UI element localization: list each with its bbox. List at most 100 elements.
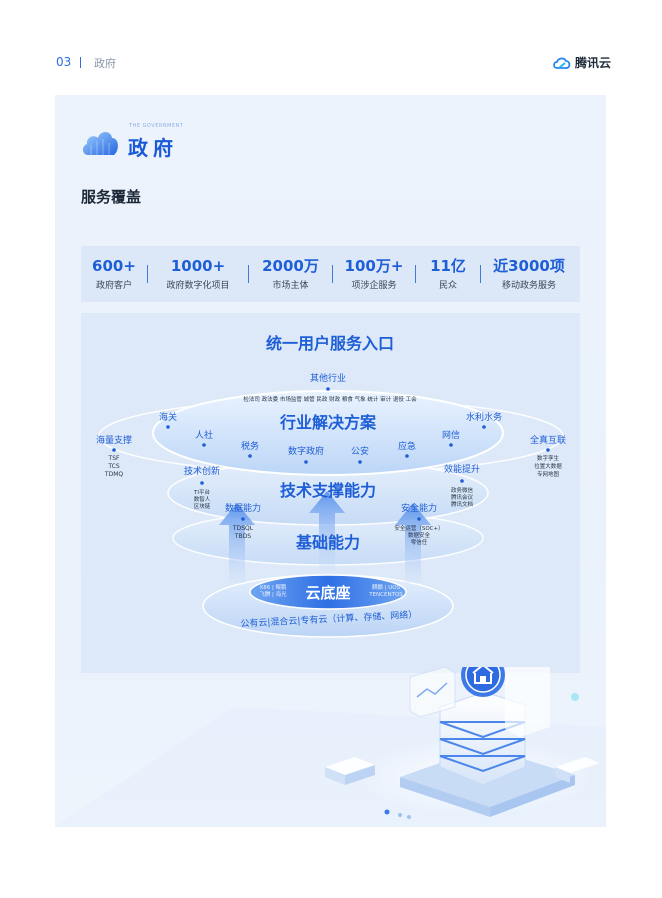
node-dot xyxy=(449,443,453,447)
stat-item: 600+ 政府客户 xyxy=(81,257,147,291)
cloud-right-line: TENCENTOS xyxy=(368,592,403,598)
data-capability-line: TDSQL xyxy=(232,525,254,532)
tencent-cloud-logo: 腾讯云 xyxy=(552,54,611,71)
industry-node: 海关 xyxy=(159,411,177,423)
tech-support-title: 技术支撑能力 xyxy=(280,481,376,500)
industry-node: 水利水务 xyxy=(466,411,502,423)
tech-innovation-title: 技术创新 xyxy=(184,465,220,477)
stat-label: 移动政务服务 xyxy=(501,281,556,291)
node-dot xyxy=(200,481,204,485)
page-number: 03 xyxy=(56,55,72,69)
node-dot xyxy=(405,454,409,458)
tech-innovation-line: TI平台 xyxy=(193,488,210,496)
right-outer-line: 专网地图 xyxy=(537,470,560,478)
stat-label: 政府数字化项目 xyxy=(166,281,230,291)
stat-item: 1000+ 政府数字化项目 xyxy=(148,257,248,291)
efficiency-line: 政务微信 xyxy=(451,486,474,494)
stat-label: 政府客户 xyxy=(95,281,132,291)
base-capability-title: 基础能力 xyxy=(295,533,360,552)
industry-node: 网信 xyxy=(442,429,460,441)
node-dot xyxy=(358,460,362,464)
node-dot xyxy=(112,448,116,452)
right-outer-line: 位置大数据 xyxy=(534,462,562,470)
security-capability-title: 安全能力 xyxy=(401,502,437,514)
stat-item: 近3000项 移动政务服务 xyxy=(481,257,577,291)
header-section: 政府 xyxy=(94,57,116,70)
architecture-svg: 统一用户服务入口 其他行业 检法司 政法委 市场监管 城管 民政 财政 粮食 气… xyxy=(96,334,566,638)
left-outer-title: 海量支撑 xyxy=(96,434,132,446)
government-building-illustration xyxy=(55,667,606,827)
government-panel: THE GOVERNMENT 政府 服务覆盖 600+ 政府客户 1000+ 政… xyxy=(55,95,606,827)
stat-divider xyxy=(248,265,249,283)
industry-node: 税务 xyxy=(241,440,259,452)
data-capability-line: TBDS xyxy=(234,533,251,540)
brand-title: 政府 xyxy=(128,136,178,160)
cloud-left-line: X86 | 鲲鹏 xyxy=(259,583,287,591)
left-outer-line: TDMQ xyxy=(104,471,123,478)
node-dot xyxy=(241,517,245,521)
left-outer-line: TCS xyxy=(107,463,120,470)
cloud-logo-icon xyxy=(553,57,571,69)
stat-value: 100万+ xyxy=(344,257,404,275)
stat-value: 600+ xyxy=(92,257,136,275)
stat-divider xyxy=(480,265,481,283)
logo-text: 腾讯云 xyxy=(575,56,612,70)
stat-value: 近3000项 xyxy=(493,257,565,275)
node-dot xyxy=(326,387,330,391)
node-dot xyxy=(417,517,421,521)
cloud-right-line: 麒麟 | UOS xyxy=(372,583,401,591)
stat-divider xyxy=(147,265,148,283)
industry-disc xyxy=(152,390,504,476)
stat-label: 项涉企服务 xyxy=(351,281,397,291)
security-capability-line: 零信任 xyxy=(411,538,428,546)
stat-item: 11亿 民众 xyxy=(416,257,480,291)
security-capability-line: 安全运营（SOC+） xyxy=(394,524,443,532)
tech-innovation-line: 数智人 xyxy=(194,495,211,503)
coverage-stats: 600+ 政府客户 1000+ 政府数字化项目 2000万 市场主体 100万+… xyxy=(81,246,580,302)
data-capability-title: 数据能力 xyxy=(225,502,261,514)
header-divider xyxy=(80,57,81,68)
node-dot xyxy=(166,425,170,429)
stat-item: 100万+ 项涉企服务 xyxy=(333,257,415,291)
top-title: 统一用户服务入口 xyxy=(266,334,394,353)
cloud-brand-icon xyxy=(82,132,118,155)
stat-divider xyxy=(332,265,333,283)
arrow-icon xyxy=(309,491,345,571)
stat-value: 11亿 xyxy=(430,257,466,275)
security-capability-line: 数据安全 xyxy=(408,531,431,539)
node-dot xyxy=(202,443,206,447)
node-dot xyxy=(482,425,486,429)
tech-innovation-line: 区块链 xyxy=(194,502,211,510)
stat-item: 2000万 市场主体 xyxy=(249,257,332,291)
industry-solutions-title: 行业解决方案 xyxy=(279,413,377,432)
industry-node: 公安 xyxy=(351,445,369,457)
architecture-diagram: 统一用户服务入口 其他行业 检法司 政法委 市场监管 城管 民政 财政 粮食 气… xyxy=(81,313,580,673)
cloud-base-title: 云底座 xyxy=(305,584,350,602)
arrow-icon xyxy=(395,503,431,583)
stat-label: 民众 xyxy=(438,281,457,291)
cloud-base-disc xyxy=(249,574,407,610)
industry-node: 数字政府 xyxy=(288,445,324,457)
efficiency-line: 腾讯文档 xyxy=(451,500,474,508)
stat-value: 1000+ xyxy=(170,257,226,275)
stat-label: 市场主体 xyxy=(272,281,309,291)
cloud-left-line: 飞腾 | 海光 xyxy=(259,590,287,598)
right-outer-line: 数字孪生 xyxy=(537,454,560,462)
node-dot xyxy=(460,479,464,483)
industry-node: 应急 xyxy=(398,440,416,452)
efficiency-title: 效能提升 xyxy=(444,463,480,475)
other-industries-title: 其他行业 xyxy=(310,372,346,384)
efficiency-line: 腾讯会议 xyxy=(451,493,474,501)
arrow-icon xyxy=(219,503,255,583)
other-industries-list: 检法司 政法委 市场监管 城管 民政 财政 粮食 气象 统计 审计 退役 工会 xyxy=(243,395,417,403)
brand-subtitle: THE GOVERNMENT xyxy=(129,123,184,129)
node-dot xyxy=(248,454,252,458)
right-outer-title: 全真互联 xyxy=(530,434,566,446)
industry-node: 人社 xyxy=(195,429,213,441)
stat-divider xyxy=(415,265,416,283)
left-outer-line: TSF xyxy=(108,455,120,462)
node-dot xyxy=(304,460,308,464)
node-dot xyxy=(546,448,550,452)
stat-value: 2000万 xyxy=(262,257,319,275)
coverage-title: 服务覆盖 xyxy=(81,188,142,206)
